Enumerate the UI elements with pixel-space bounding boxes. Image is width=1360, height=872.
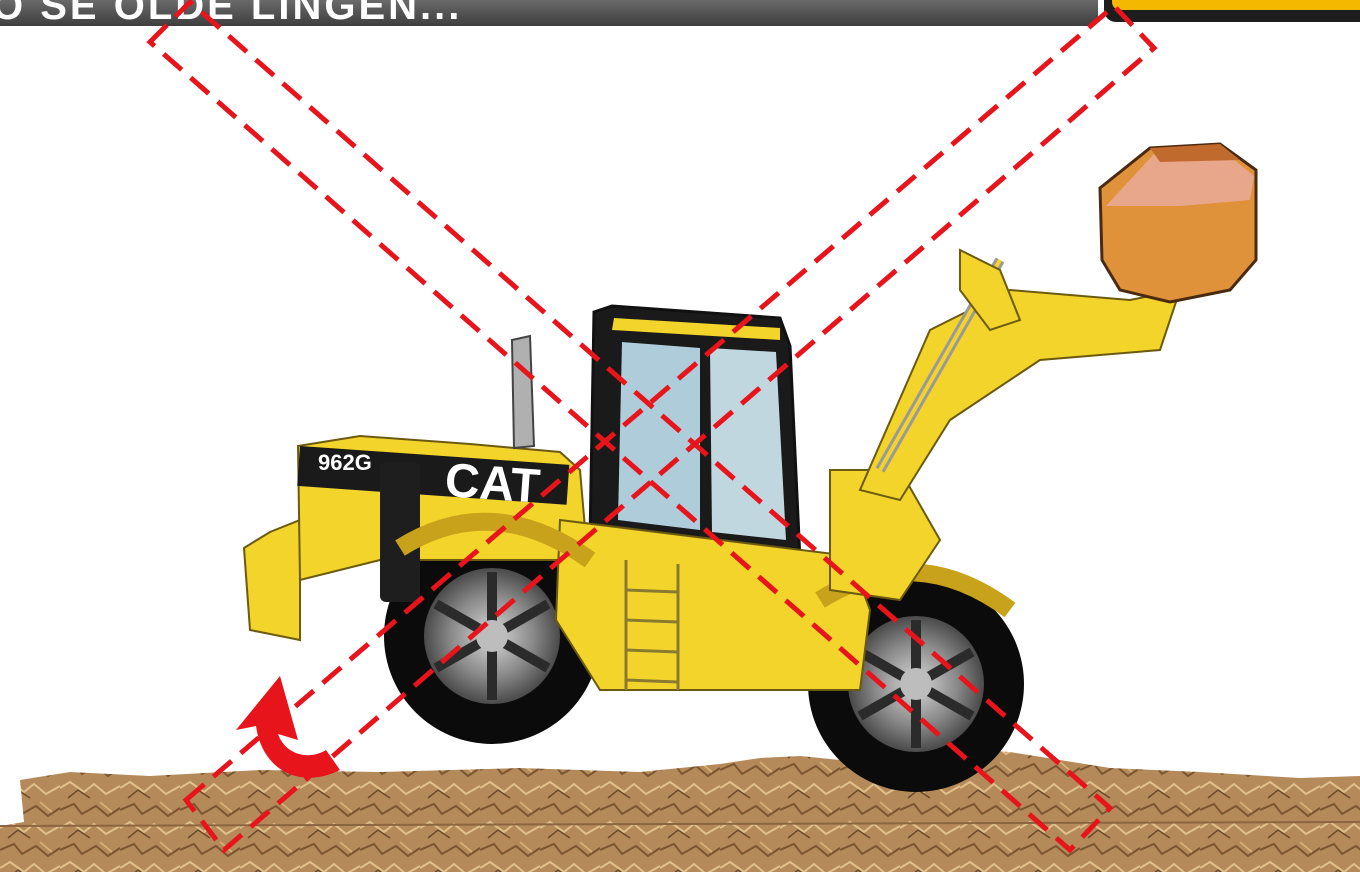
tip-over-arrow-icon bbox=[236, 676, 340, 778]
loader-brand-label: CAT bbox=[443, 454, 542, 514]
loader-model-label: 962G bbox=[318, 450, 372, 475]
ground bbox=[0, 748, 1360, 872]
loader-body bbox=[244, 250, 1180, 690]
bucket-load bbox=[1100, 144, 1256, 302]
